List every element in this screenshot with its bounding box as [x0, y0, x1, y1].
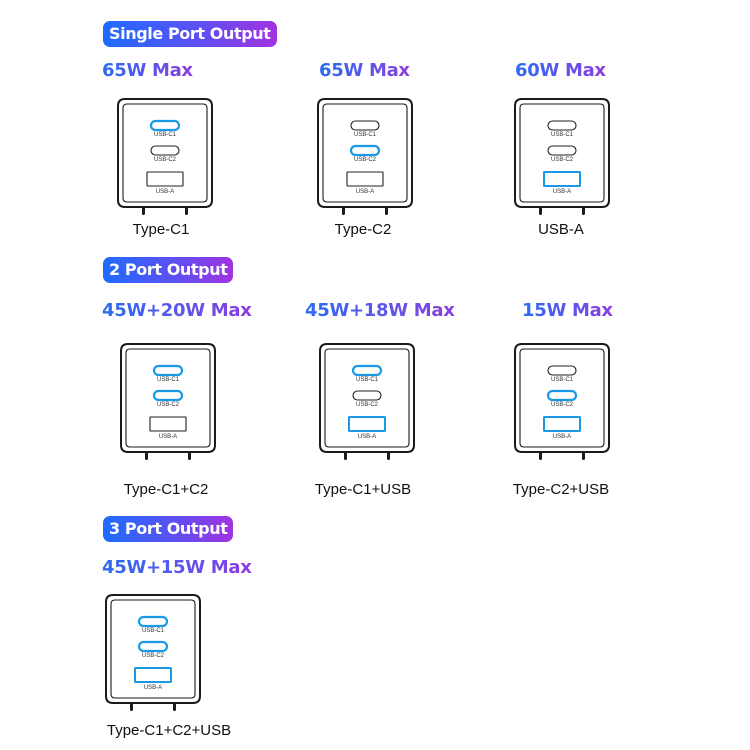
usb-a-port-icon [543, 416, 581, 432]
port-label-a: USB-A [552, 189, 572, 195]
port-combo-caption: Type-C1+USB [314, 481, 412, 498]
usb-c1-port-icon [547, 120, 577, 131]
usb-c1-port-icon [149, 119, 181, 132]
port-combo-caption: Type-C2 [334, 221, 392, 238]
prong-icon [539, 207, 542, 215]
port-label-a: USB-A [552, 434, 572, 440]
prong-icon [344, 452, 347, 460]
usb-a-port-icon [348, 416, 386, 432]
prong-icon [539, 452, 542, 460]
prong-icon [130, 703, 133, 711]
charger-outline [120, 343, 216, 460]
usb-c2-port-icon [352, 390, 382, 401]
port-label-c1: USB-C1 [550, 377, 573, 383]
power-rating: 45W+15W Max [102, 557, 252, 578]
prong-icon [582, 207, 585, 215]
prong-icon [142, 207, 145, 215]
charger-outline [117, 98, 213, 215]
port-combo-caption: Type-C1+C2+USB [106, 722, 232, 739]
port-label-c1: USB-C1 [156, 377, 179, 383]
port-label-c1: USB-C1 [153, 132, 176, 138]
port-label-c1: USB-C1 [355, 377, 378, 383]
usb-a-port-icon [543, 171, 581, 187]
port-label-c1: USB-C1 [141, 628, 164, 634]
usb-c2-port-icon [137, 640, 169, 653]
section-title-single-port: Single Port Output [103, 21, 277, 47]
usb-c2-port-icon [547, 145, 577, 156]
usb-a-port-icon [146, 171, 184, 187]
section-title-2-port: 2 Port Output [103, 257, 234, 283]
prong-icon [185, 207, 188, 215]
port-label-c2: USB-C2 [353, 157, 376, 163]
port-label-c1: USB-C1 [353, 132, 376, 138]
power-rating: 45W+18W Max [305, 300, 455, 321]
usb-a-port-icon [134, 667, 172, 683]
prong-icon [188, 452, 191, 460]
port-label-a: USB-A [158, 434, 178, 440]
usb-c2-port-icon [150, 145, 180, 156]
port-combo-caption: Type-C2+USB [512, 481, 610, 498]
power-rating: 15W Max [522, 300, 613, 321]
prong-icon [173, 703, 176, 711]
charger-outline [319, 343, 415, 460]
port-label-c2: USB-C2 [153, 157, 176, 163]
usb-c2-port-icon [152, 389, 184, 402]
usb-c1-port-icon [137, 615, 169, 628]
port-combo-caption: Type-C1+C2 [123, 481, 209, 498]
port-label-a: USB-A [357, 434, 377, 440]
charger-outline [105, 594, 201, 711]
power-rating: 60W Max [515, 60, 606, 81]
usb-c2-port-icon [546, 389, 578, 402]
prong-icon [145, 452, 148, 460]
charger-outline [514, 98, 610, 215]
prong-icon [582, 452, 585, 460]
port-label-c1: USB-C1 [550, 132, 573, 138]
prong-icon [385, 207, 388, 215]
port-combo-caption: USB-A [538, 221, 584, 238]
port-label-c2: USB-C2 [156, 402, 179, 408]
port-label-c2: USB-C2 [355, 402, 378, 408]
prong-icon [387, 452, 390, 460]
power-rating: 65W Max [319, 60, 410, 81]
usb-c1-port-icon [152, 364, 184, 377]
usb-a-port-icon [346, 171, 384, 187]
usb-a-port-icon [149, 416, 187, 432]
port-label-c2: USB-C2 [141, 653, 164, 659]
power-rating: 45W+20W Max [102, 300, 252, 321]
prong-icon [342, 207, 345, 215]
port-label-a: USB-A [355, 189, 375, 195]
port-label-a: USB-A [155, 189, 175, 195]
port-label-a: USB-A [143, 685, 163, 691]
charger-outline [317, 98, 413, 215]
power-rating: 65W Max [102, 60, 193, 81]
usb-c1-port-icon [350, 120, 380, 131]
port-label-c2: USB-C2 [550, 402, 573, 408]
section-title-3-port: 3 Port Output [103, 516, 234, 542]
usb-c2-port-icon [349, 144, 381, 157]
charger-outline [514, 343, 610, 460]
usb-c1-port-icon [547, 365, 577, 376]
usb-c1-port-icon [351, 364, 383, 377]
port-combo-caption: Type-C1 [132, 221, 190, 238]
port-label-c2: USB-C2 [550, 157, 573, 163]
